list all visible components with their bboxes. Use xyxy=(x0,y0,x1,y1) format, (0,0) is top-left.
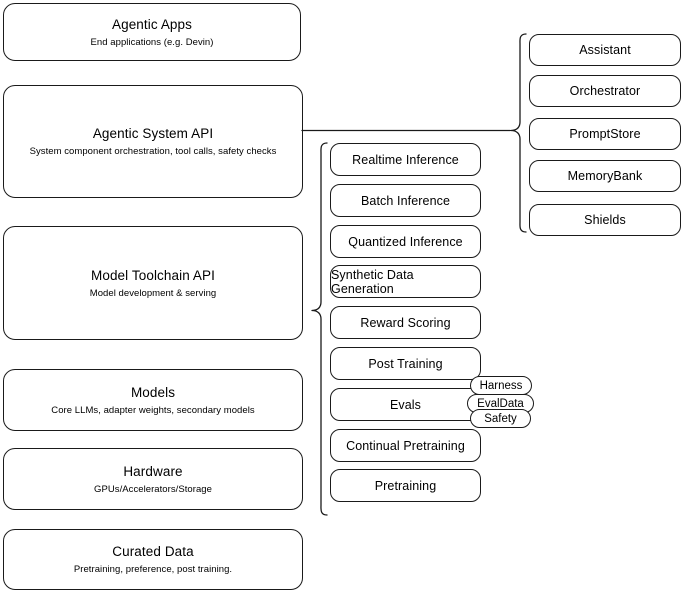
layer-subtitle: Model development & serving xyxy=(89,287,217,299)
mini-label: Safety xyxy=(484,412,517,425)
toolchain-chip-post-training[interactable]: Post Training xyxy=(330,347,481,380)
system-chip-orchestrator[interactable]: Orchestrator xyxy=(529,75,681,107)
chip-label: Batch Inference xyxy=(360,193,451,208)
evals-subcomponent-harness[interactable]: Harness xyxy=(470,376,532,395)
toolchain-chip-synthetic-data-generation[interactable]: Synthetic Data Generation xyxy=(330,265,481,298)
chip-label: PromptStore xyxy=(569,127,641,141)
layer-subtitle: End applications (e.g. Devin) xyxy=(90,36,214,48)
toolchain-chip-batch-inference[interactable]: Batch Inference xyxy=(330,184,481,217)
system-chip-promptstore[interactable]: PromptStore xyxy=(529,118,681,150)
chip-label: Realtime Inference xyxy=(352,152,459,167)
brace-toolchain-components xyxy=(311,142,328,516)
toolchain-chip-reward-scoring[interactable]: Reward Scoring xyxy=(330,306,481,339)
chip-label: Evals xyxy=(389,397,422,412)
layer-title: Curated Data xyxy=(112,544,194,559)
layer-box-curated-data[interactable]: Curated Data Pretraining, preference, po… xyxy=(3,529,303,590)
system-chip-memorybank[interactable]: MemoryBank xyxy=(529,160,681,192)
chip-label: Continual Pretraining xyxy=(346,438,465,453)
chip-label: MemoryBank xyxy=(567,169,643,183)
chip-label: Synthetic Data Generation xyxy=(331,267,414,296)
toolchain-chip-evals[interactable]: Evals xyxy=(330,388,481,421)
mini-label: Harness xyxy=(479,379,523,392)
toolchain-chip-continual-pretraining[interactable]: Continual Pretraining xyxy=(330,429,481,462)
layer-subtitle: System component orchestration, tool cal… xyxy=(29,146,277,157)
layer-subtitle: GPUs/Accelerators/Storage xyxy=(94,483,212,495)
chip-label: Post Training xyxy=(368,356,443,371)
mini-label: EvalData xyxy=(477,397,524,410)
layer-title: Model Toolchain API xyxy=(91,267,215,283)
system-chip-shields[interactable]: Shields xyxy=(529,204,681,236)
layer-title: Agentic Apps xyxy=(111,16,192,32)
layer-title: Models xyxy=(130,384,176,400)
chip-label: Shields xyxy=(584,213,626,227)
layer-subtitle: Pretraining, preference, post training. xyxy=(73,564,233,575)
layer-box-model-toolchain-api[interactable]: Model Toolchain API Model development & … xyxy=(3,226,303,340)
chip-label: Pretraining xyxy=(374,478,437,493)
layer-box-hardware[interactable]: Hardware GPUs/Accelerators/Storage xyxy=(3,448,303,510)
brace-system-components xyxy=(510,33,527,233)
toolchain-chip-realtime-inference[interactable]: Realtime Inference xyxy=(330,143,481,176)
chip-label: Orchestrator xyxy=(569,84,641,98)
layer-subtitle: Core LLMs, adapter weights, secondary mo… xyxy=(51,404,255,416)
system-chip-assistant[interactable]: Assistant xyxy=(529,34,681,66)
layer-title: Agentic System API xyxy=(92,126,214,141)
toolchain-chip-pretraining[interactable]: Pretraining xyxy=(330,469,481,502)
chip-label: Quantized Inference xyxy=(348,234,463,249)
chip-label: Assistant xyxy=(579,43,631,57)
layer-box-agentic-apps[interactable]: Agentic Apps End applications (e.g. Devi… xyxy=(3,3,301,61)
layer-box-models[interactable]: Models Core LLMs, adapter weights, secon… xyxy=(3,369,303,431)
layer-box-agentic-system-api[interactable]: Agentic System API System component orch… xyxy=(3,85,303,198)
chip-label: Reward Scoring xyxy=(360,315,451,330)
layer-title: Hardware xyxy=(123,463,183,479)
toolchain-chip-quantized-inference[interactable]: Quantized Inference xyxy=(330,225,481,258)
evals-subcomponent-safety[interactable]: Safety xyxy=(470,409,531,428)
